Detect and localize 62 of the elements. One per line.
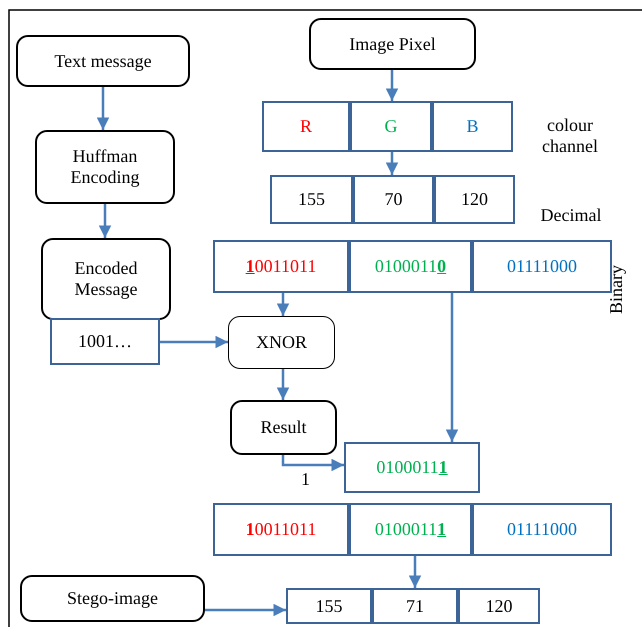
value-cell xyxy=(50,318,160,365)
node-text: 01000110 xyxy=(374,256,446,277)
value-cell xyxy=(472,503,612,556)
value-cell xyxy=(213,503,349,556)
node-text: Huffman Encoding xyxy=(70,146,140,188)
value-cell xyxy=(270,175,353,224)
annotation-label: Decimal xyxy=(540,205,602,226)
arrow xyxy=(205,604,286,616)
value-cell xyxy=(349,503,472,556)
arrow xyxy=(282,455,344,472)
value-cell xyxy=(353,175,434,224)
node-text: Text message xyxy=(54,50,152,72)
node-text: Result xyxy=(260,417,306,438)
arrow xyxy=(96,87,110,130)
node-text: B xyxy=(466,116,478,137)
process-box xyxy=(35,130,175,204)
process-box xyxy=(230,400,337,455)
node-text: Stego-image xyxy=(67,588,158,609)
value-cell xyxy=(432,101,513,152)
node-text: 10011011 xyxy=(246,256,316,277)
process-box xyxy=(41,238,171,320)
node-text: 01000111 xyxy=(374,519,446,540)
value-cell xyxy=(472,240,612,293)
node-text: 01111000 xyxy=(507,519,577,540)
node-text: 71 xyxy=(406,596,424,616)
node-text: Encoded Message xyxy=(74,258,138,300)
value-cell xyxy=(458,588,540,624)
annotation-label: colour channel xyxy=(541,115,599,156)
node-text: Image Pixel xyxy=(349,34,436,54)
arrow xyxy=(446,293,458,442)
arrow xyxy=(276,293,290,316)
arrow xyxy=(386,152,398,175)
node-text: 120 xyxy=(461,189,488,210)
node-text: 155 xyxy=(298,189,325,210)
node-text: G xyxy=(384,116,398,137)
value-cell xyxy=(213,240,349,293)
node-text: 70 xyxy=(384,189,402,210)
value-cell xyxy=(349,240,472,293)
node-text: 10011011 xyxy=(246,519,316,540)
node-text: 120 xyxy=(486,596,512,616)
node-text: R xyxy=(300,116,312,137)
arrow xyxy=(276,369,290,400)
operation-box xyxy=(228,316,335,369)
arrow xyxy=(160,336,228,348)
value-cell xyxy=(434,175,515,224)
process-box xyxy=(20,575,205,622)
arrow xyxy=(408,556,422,588)
value-cell xyxy=(372,588,458,624)
value-cell xyxy=(262,101,350,152)
node-text: 01111000 xyxy=(507,256,577,277)
axis-label: Binary xyxy=(606,265,627,314)
node-text: XNOR xyxy=(256,332,307,353)
process-box xyxy=(16,35,190,87)
node-text: 01000111 xyxy=(376,457,448,478)
value-cell xyxy=(350,101,432,152)
arrow xyxy=(386,70,398,101)
arrow xyxy=(98,204,112,238)
value-cell xyxy=(344,442,480,493)
node-text: 155 xyxy=(316,596,342,616)
value-cell xyxy=(286,588,372,624)
node-text: 1001… xyxy=(78,331,132,352)
process-box xyxy=(309,18,476,70)
